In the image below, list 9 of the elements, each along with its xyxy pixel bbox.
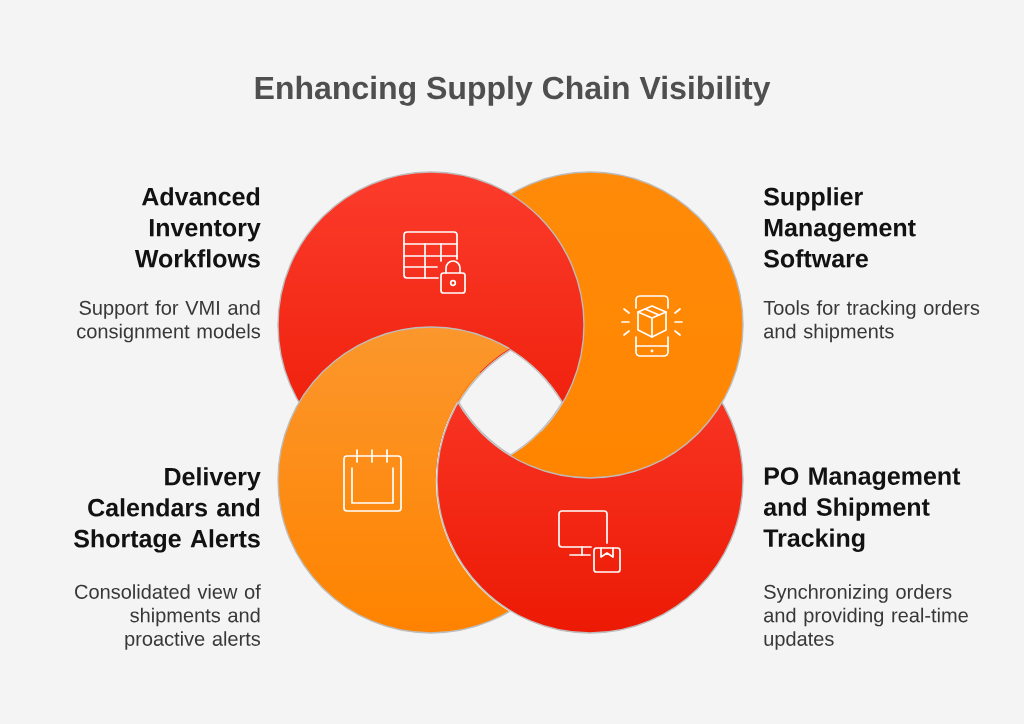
feature-description: Support for VMI and consignment models bbox=[77, 300, 261, 343]
feature-description: Synchronizing orders and providing real-time updates bbox=[764, 584, 968, 650]
feature-description: Tools for tracking orders and shipments bbox=[763, 300, 980, 343]
feature-heading: Advanced Inventory Workflows bbox=[134, 187, 261, 268]
feature-heading: PO Management and Shipment Tracking bbox=[763, 467, 961, 552]
feature-heading: Delivery Calendars and Shortage Alerts bbox=[74, 467, 261, 553]
feature-heading: Supplier Management Software bbox=[763, 187, 916, 268]
title: Enhancing Supply Chain Visibility bbox=[255, 75, 771, 106]
feature-description: Consolidated view of shipments and proactive alerts bbox=[75, 584, 261, 650]
